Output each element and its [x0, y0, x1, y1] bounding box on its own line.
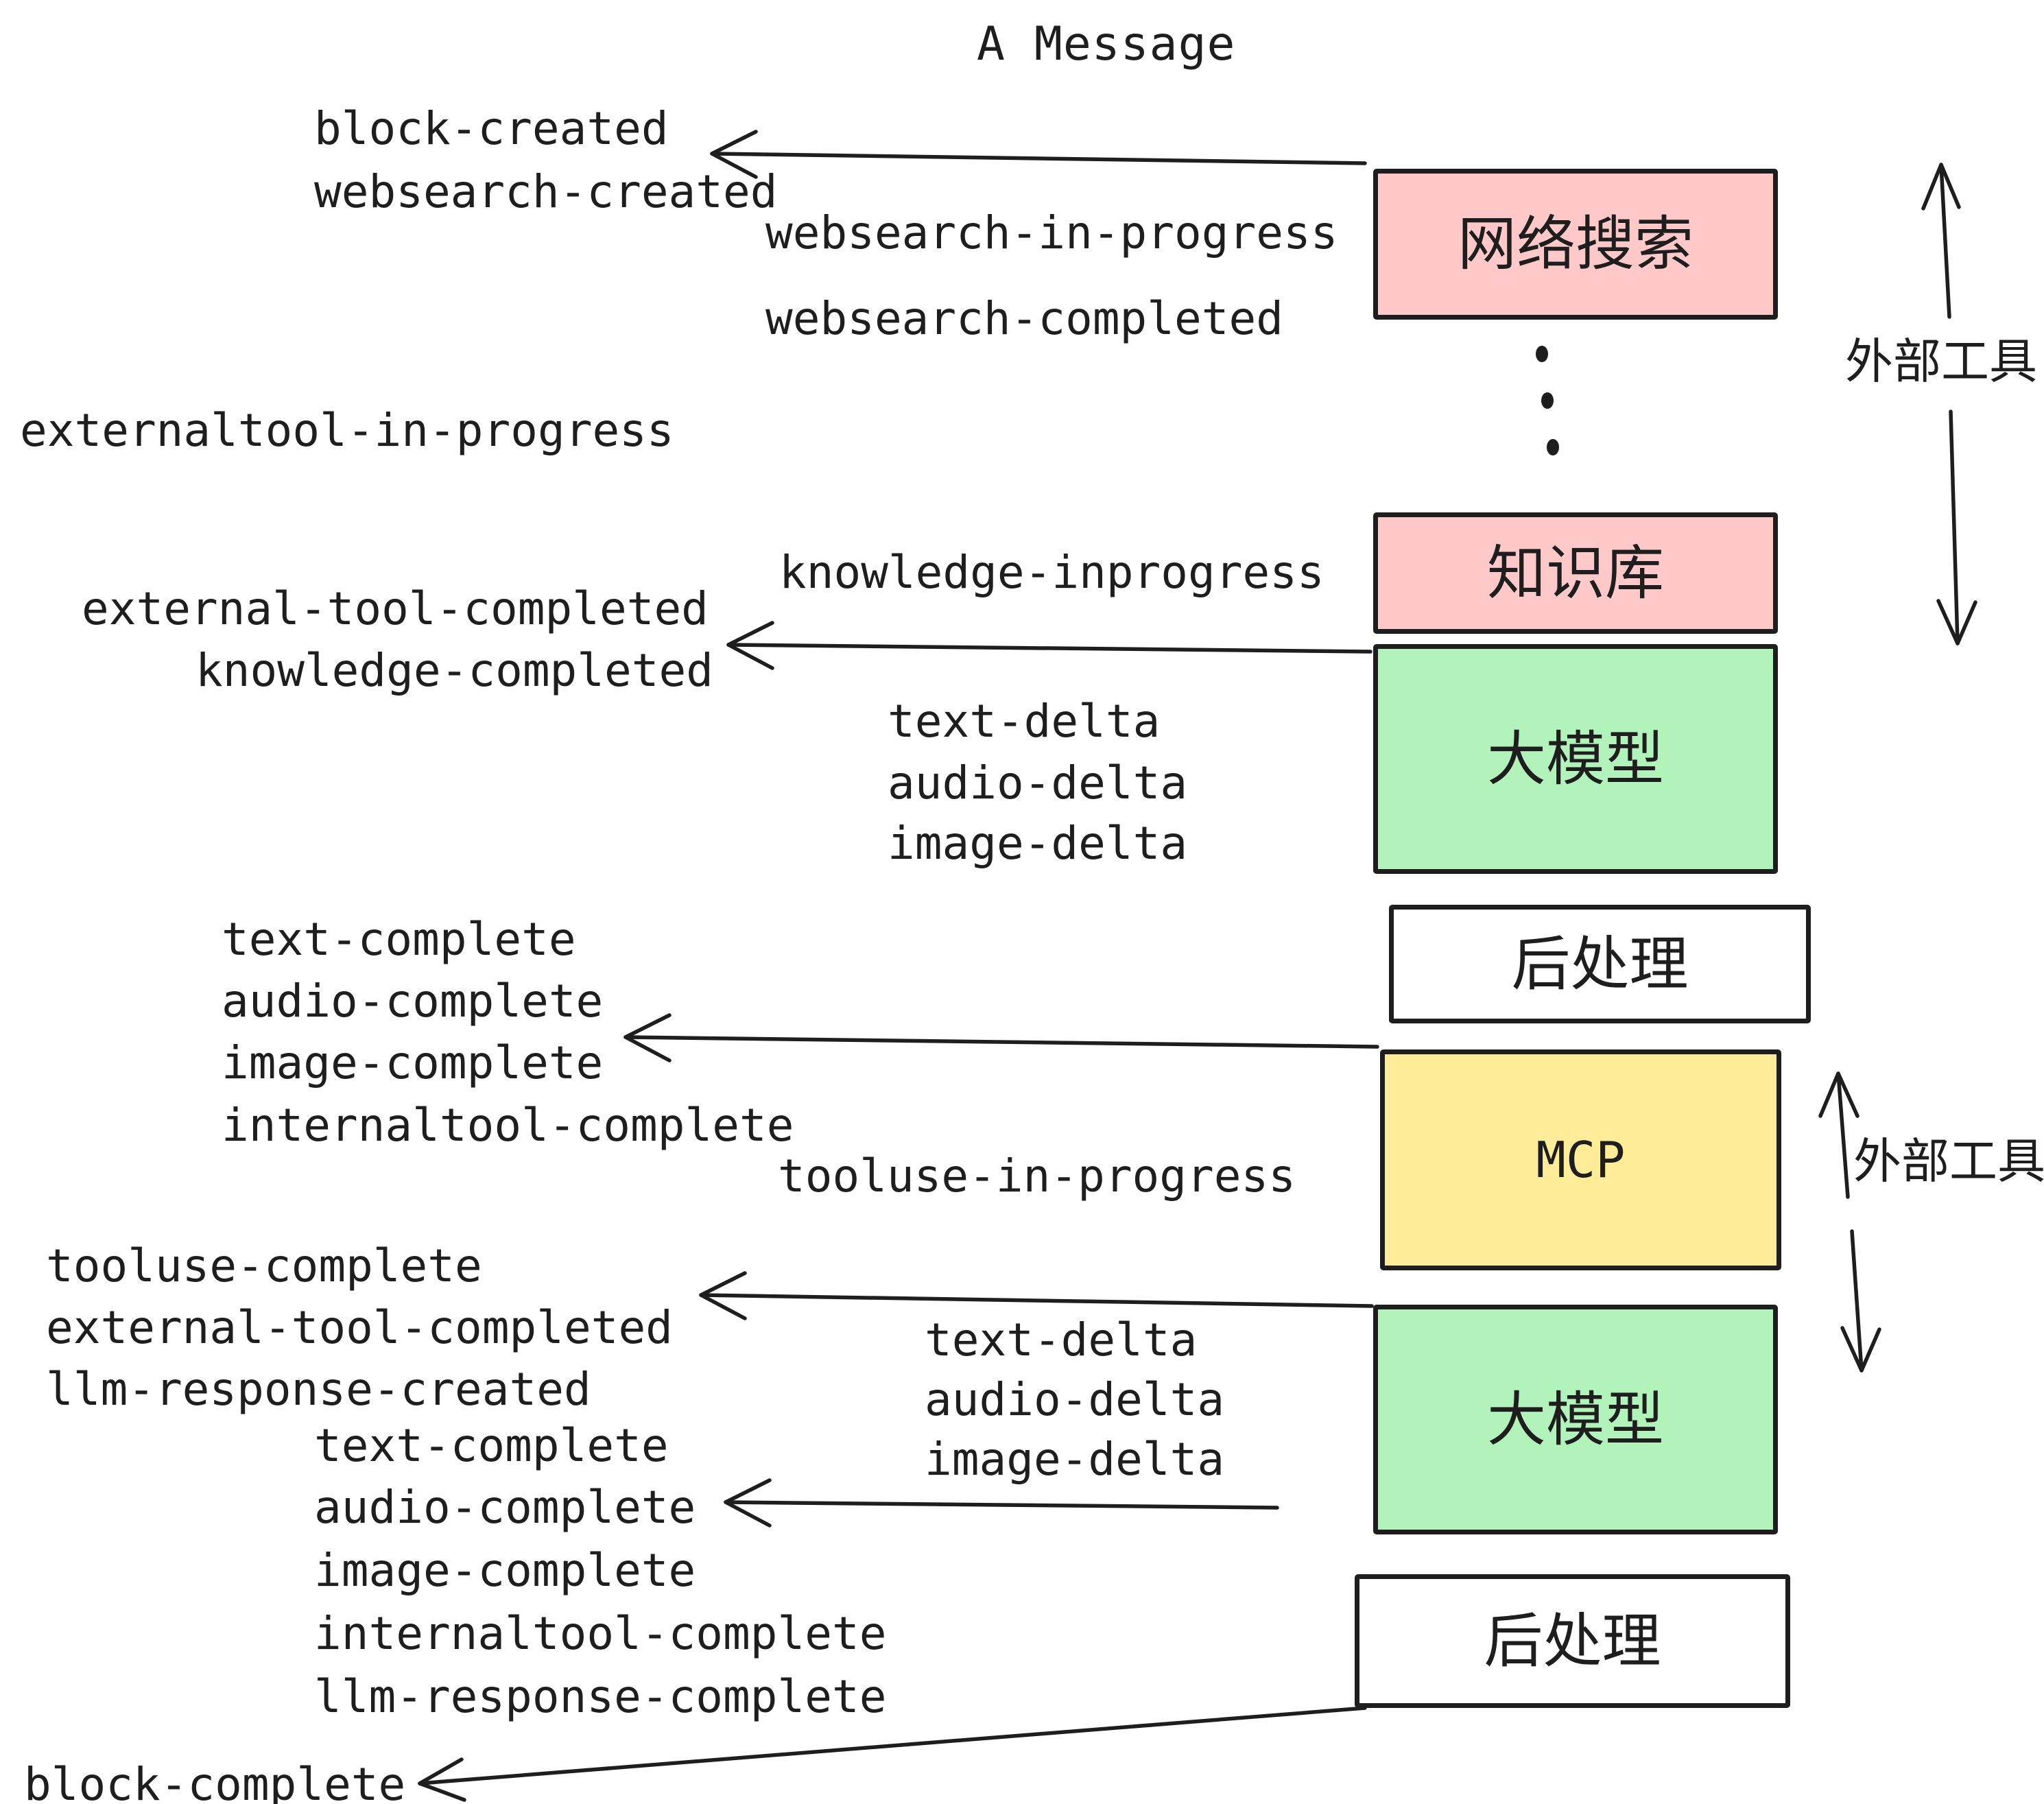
arrow-knowledge-to-knowledge-completed	[726, 621, 1372, 670]
event-image-delta-2: image-delta	[925, 1433, 1225, 1486]
node-postprocess-1-label: 后处理	[1511, 929, 1689, 999]
event-tooluse-complete: tooluse-complete	[46, 1239, 482, 1292]
event-image-complete-2: image-complete	[314, 1544, 696, 1597]
external-tools-label-mid: 外部工具	[1853, 1133, 2044, 1189]
node-llm-1-label: 大模型	[1487, 724, 1664, 794]
node-llm-2: 大模型	[1373, 1305, 1778, 1534]
node-postprocess-1: 后处理	[1389, 905, 1811, 1023]
event-audio-delta-1: audio-delta	[888, 757, 1188, 809]
event-llm-response-created: llm-response-created	[46, 1363, 591, 1416]
node-websearch-label: 网络搜索	[1458, 210, 1694, 278]
event-text-complete-1: text-complete	[222, 913, 576, 966]
event-external-tool-completed-2: external-tool-completed	[46, 1301, 673, 1354]
node-mcp: MCP	[1380, 1049, 1781, 1270]
node-postprocess-2-label: 后处理	[1484, 1606, 1661, 1676]
event-tooluse-in-progress: tooluse-in-progress	[778, 1150, 1296, 1202]
event-internaltool-complete-1: internaltool-complete	[222, 1099, 794, 1152]
arrow-postprocess1-to-complete-list	[623, 1013, 1379, 1063]
node-websearch: 网络搜索	[1373, 169, 1778, 320]
node-llm-2-label: 大模型	[1487, 1385, 1664, 1454]
ellipsis-dots	[1536, 346, 1559, 455]
event-llm-response-complete: llm-response-complete	[314, 1670, 887, 1723]
event-websearch-in-progress: websearch-in-progress	[765, 206, 1338, 259]
arrow-websearch-to-block-created	[710, 130, 1367, 179]
event-image-delta-1: image-delta	[888, 817, 1188, 870]
event-internaltool-complete-2: internaltool-complete	[314, 1607, 887, 1660]
event-audio-complete-1: audio-complete	[222, 975, 604, 1028]
arrow-mcp-to-external-tool-completed	[699, 1271, 1374, 1320]
event-audio-complete-2: audio-complete	[314, 1481, 696, 1534]
event-text-delta-2: text-delta	[925, 1314, 1198, 1366]
arrow-llm2-to-audio-complete	[724, 1478, 1279, 1528]
arrow-postprocess2-to-block-complete	[418, 1706, 1367, 1802]
event-text-delta-1: text-delta	[888, 695, 1161, 748]
node-llm-1: 大模型	[1373, 644, 1778, 874]
node-postprocess-2: 后处理	[1355, 1574, 1790, 1708]
event-audio-delta-2: audio-delta	[925, 1373, 1225, 1426]
event-external-tool-completed-1: external-tool-completed	[82, 582, 709, 635]
node-knowledge-label: 知识库	[1487, 538, 1664, 608]
event-externaltool-in-progress: externaltool-in-progress	[20, 404, 674, 457]
external-tools-label-top: 外部工具	[1845, 333, 2037, 390]
event-text-complete-2: text-complete	[314, 1419, 669, 1472]
event-knowledge-inprogress: knowledge-inprogress	[779, 546, 1324, 599]
event-websearch-completed: websearch-completed	[765, 292, 1283, 345]
external-tools-span-arrow-mid	[1818, 1071, 1881, 1373]
event-websearch-created: websearch-created	[314, 165, 778, 218]
diagram-title: A Message	[977, 17, 1236, 71]
node-mcp-label: MCP	[1536, 1131, 1626, 1189]
event-block-created: block-created	[314, 102, 669, 155]
event-block-complete: block-complete	[24, 1758, 406, 1804]
event-knowledge-completed: knowledge-completed	[195, 644, 713, 697]
external-tools-span-arrow-top	[1921, 163, 1977, 645]
event-image-complete-1: image-complete	[222, 1036, 604, 1089]
node-knowledge: 知识库	[1373, 512, 1778, 634]
